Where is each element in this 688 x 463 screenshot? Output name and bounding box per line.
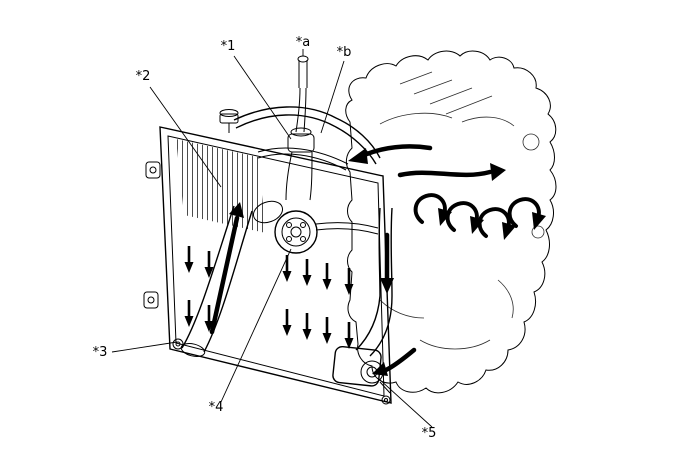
radiator-cap: [219, 109, 239, 133]
leader-line-4: [220, 248, 292, 403]
callout-label-b: *b: [337, 45, 352, 60]
heater-pipe: [315, 222, 379, 235]
flow-arrow-to-thermostat: [348, 144, 433, 164]
engine-block: [345, 50, 557, 394]
bleeder-pipe: [295, 55, 309, 133]
thermostat-housing: [285, 127, 315, 201]
leader-line-3: [111, 341, 178, 353]
radiator: [143, 109, 392, 405]
flow-arrow-to-cooler: [372, 347, 417, 376]
radiator-fins: [176, 139, 266, 233]
callout-label-1: *1: [221, 39, 236, 54]
leader-line-1: [233, 55, 292, 140]
callout-3: *3: [93, 341, 178, 360]
flow-arrow-through-engine: [397, 163, 506, 181]
leader-line-b: [320, 60, 345, 134]
flow-arrow-down-right-hose: [380, 232, 394, 294]
callout-label-4: *4: [209, 400, 224, 415]
coolant-flow-arrows: [209, 144, 548, 376]
callout-1: *1: [221, 39, 292, 140]
radiator-mount-brackets: [143, 161, 391, 405]
callout-2: *2: [136, 69, 222, 188]
callout-4: *4: [209, 248, 292, 415]
leader-line-2: [149, 86, 222, 188]
lower-radiator-hose: [180, 205, 253, 358]
callout-a: *a: [296, 35, 310, 56]
right-side-hose: [355, 207, 393, 357]
callouts: *1 *2 *3 *4 *5 *a *b: [93, 35, 437, 441]
flow-arrow-up-hose: [209, 202, 244, 335]
bypass-hose: [257, 147, 349, 171]
engine-outline: [345, 50, 557, 394]
callout-label-3: *3: [93, 345, 108, 360]
radiator-frame-outer: [159, 126, 392, 404]
water-pump: [252, 200, 318, 254]
callout-5: *5: [378, 378, 437, 441]
engine-detail-lines: [379, 71, 545, 350]
flow-arrows-cylinders: [413, 193, 548, 242]
callout-label-5: *5: [422, 426, 437, 441]
callout-b: *b: [320, 45, 352, 134]
leader-line-5: [378, 378, 433, 428]
callout-label-2: *2: [136, 69, 151, 84]
callout-label-a: *a: [296, 35, 310, 50]
